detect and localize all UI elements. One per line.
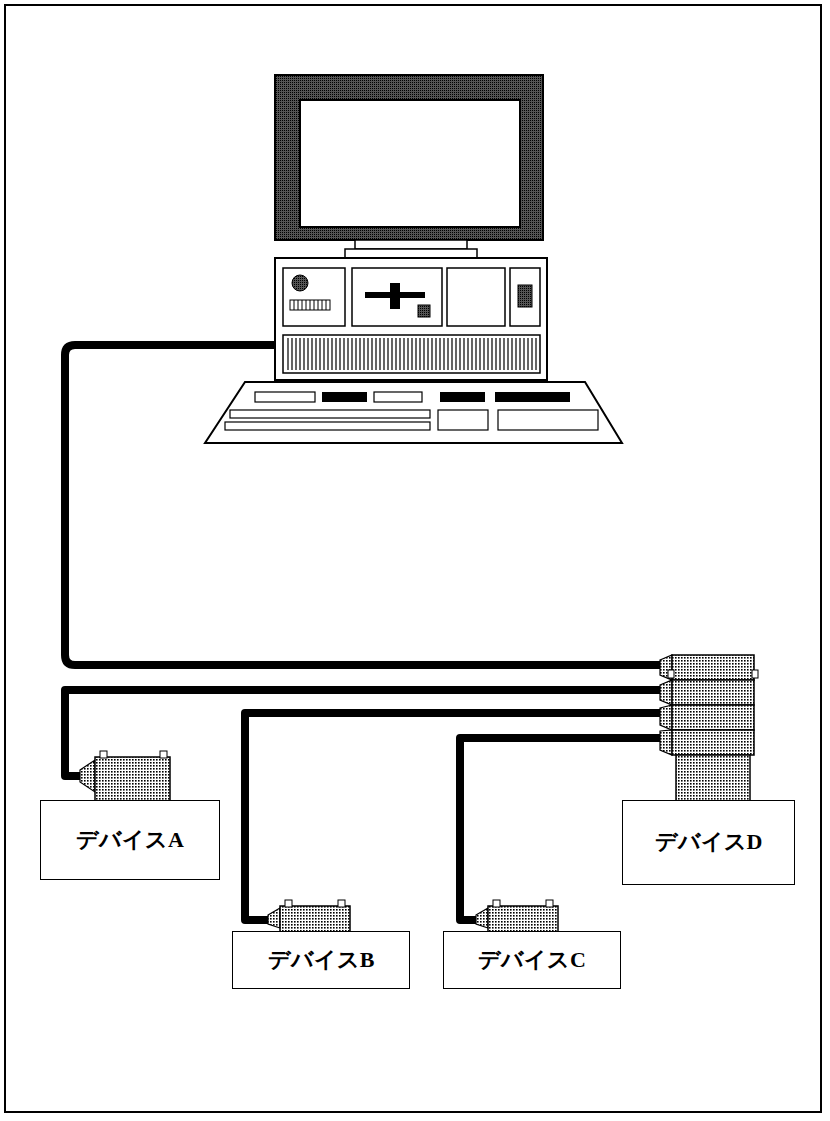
device-label: デバイスB	[268, 947, 375, 973]
keyboard	[205, 382, 622, 443]
device-box: デバイスD	[622, 800, 795, 885]
connector-plug	[80, 751, 170, 801]
device-cable	[65, 690, 700, 800]
connector-plug	[476, 900, 558, 932]
connector-stack	[660, 655, 758, 801]
device-box: デバイスC	[443, 931, 621, 989]
connector-plug	[268, 900, 350, 932]
device-label: デバイスC	[478, 947, 586, 973]
device-box: デバイスA	[40, 800, 220, 880]
system-unit	[275, 258, 547, 380]
monitor	[275, 75, 543, 258]
device-label: デバイスA	[76, 827, 184, 853]
device-box: デバイスB	[232, 931, 410, 989]
outer-frame	[4, 4, 822, 1113]
computer-cable	[65, 345, 672, 665]
device-label: デバイスD	[655, 829, 763, 855]
